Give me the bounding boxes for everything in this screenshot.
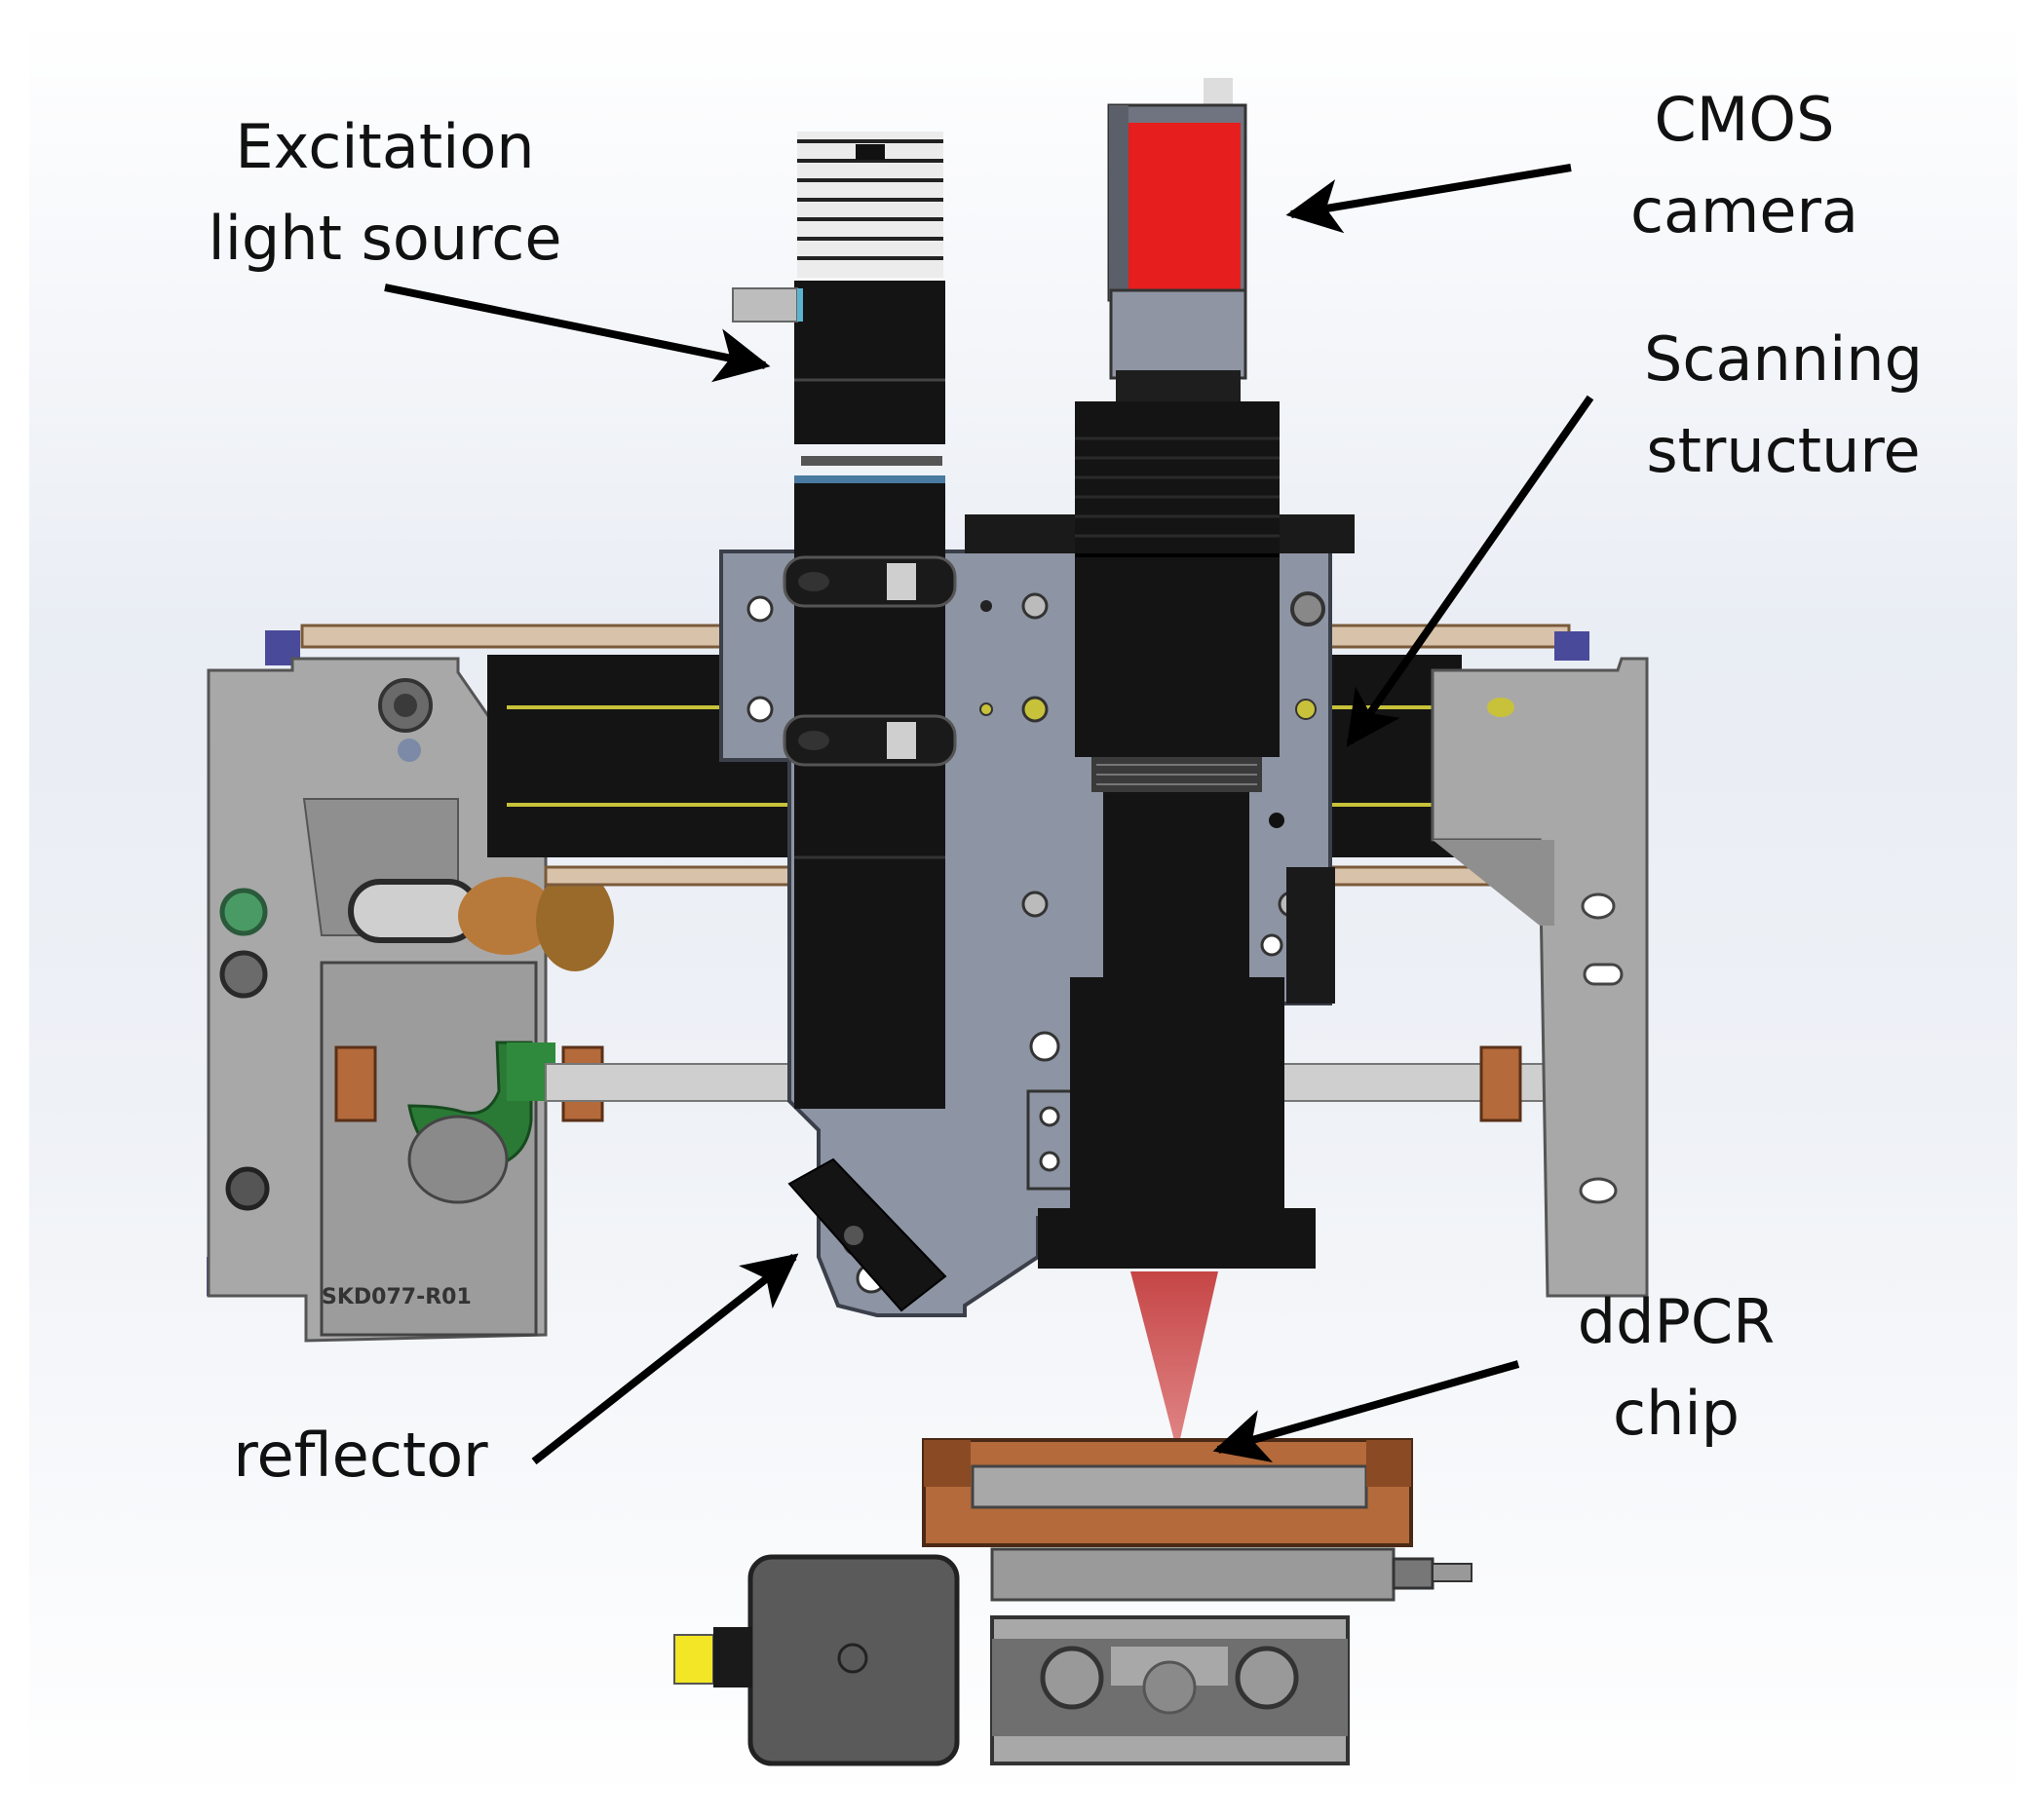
lens-lower — [1070, 977, 1284, 1211]
green-knob — [219, 888, 268, 936]
arrow-excitation — [384, 284, 771, 383]
part-marking: SKD077-R01 — [322, 1285, 472, 1309]
label-cmos-camera: CMOS camera — [1598, 74, 1891, 257]
ddpcr-chip-stage — [673, 1438, 1472, 1766]
label-reflector: reflector — [210, 1410, 512, 1501]
cmos-camera-assembly — [1038, 78, 1316, 1269]
lens-base — [1038, 1208, 1316, 1269]
cmos-camera-body — [1128, 123, 1241, 290]
motor-connector — [673, 1634, 714, 1685]
label-cmos-line1: CMOS — [1654, 84, 1835, 155]
label-scanning-structure: Scanning structure — [1618, 314, 1949, 497]
copper-block-right-frame — [1479, 1045, 1522, 1122]
label-ddpcr-line1: ddPCR — [1577, 1286, 1776, 1357]
label-scanning-line2: structure — [1646, 415, 1921, 486]
label-ddpcr-chip: ddPCR chip — [1540, 1276, 1813, 1460]
label-excitation-light-source: Excitation light source — [190, 101, 580, 284]
label-excitation-line2: light source — [208, 203, 562, 274]
lens-upper — [1075, 401, 1280, 757]
lens-middle — [1103, 792, 1249, 977]
excitation-light-source — [732, 132, 957, 1109]
right-foot-top — [1554, 631, 1589, 661]
excitation-beam — [1130, 1271, 1218, 1452]
label-reflector-line1: reflector — [233, 1420, 488, 1491]
label-cmos-line2: camera — [1629, 175, 1859, 246]
arrow-cmos — [1285, 164, 1572, 234]
right-frame — [1431, 631, 1649, 1298]
annotation-arrows — [384, 164, 1594, 1465]
label-ddpcr-line2: chip — [1613, 1378, 1740, 1449]
stepper-motor — [747, 1554, 960, 1766]
reflector-part — [787, 1157, 947, 1312]
ddpcr-chip — [971, 1464, 1368, 1509]
copper-block-left — [334, 1045, 377, 1122]
arrow-ddpcr — [1212, 1360, 1520, 1463]
label-excitation-line1: Excitation — [235, 111, 535, 182]
label-scanning-line1: Scanning — [1644, 323, 1923, 395]
arrow-reflector — [531, 1253, 799, 1465]
arrow-scanning — [1346, 395, 1594, 747]
